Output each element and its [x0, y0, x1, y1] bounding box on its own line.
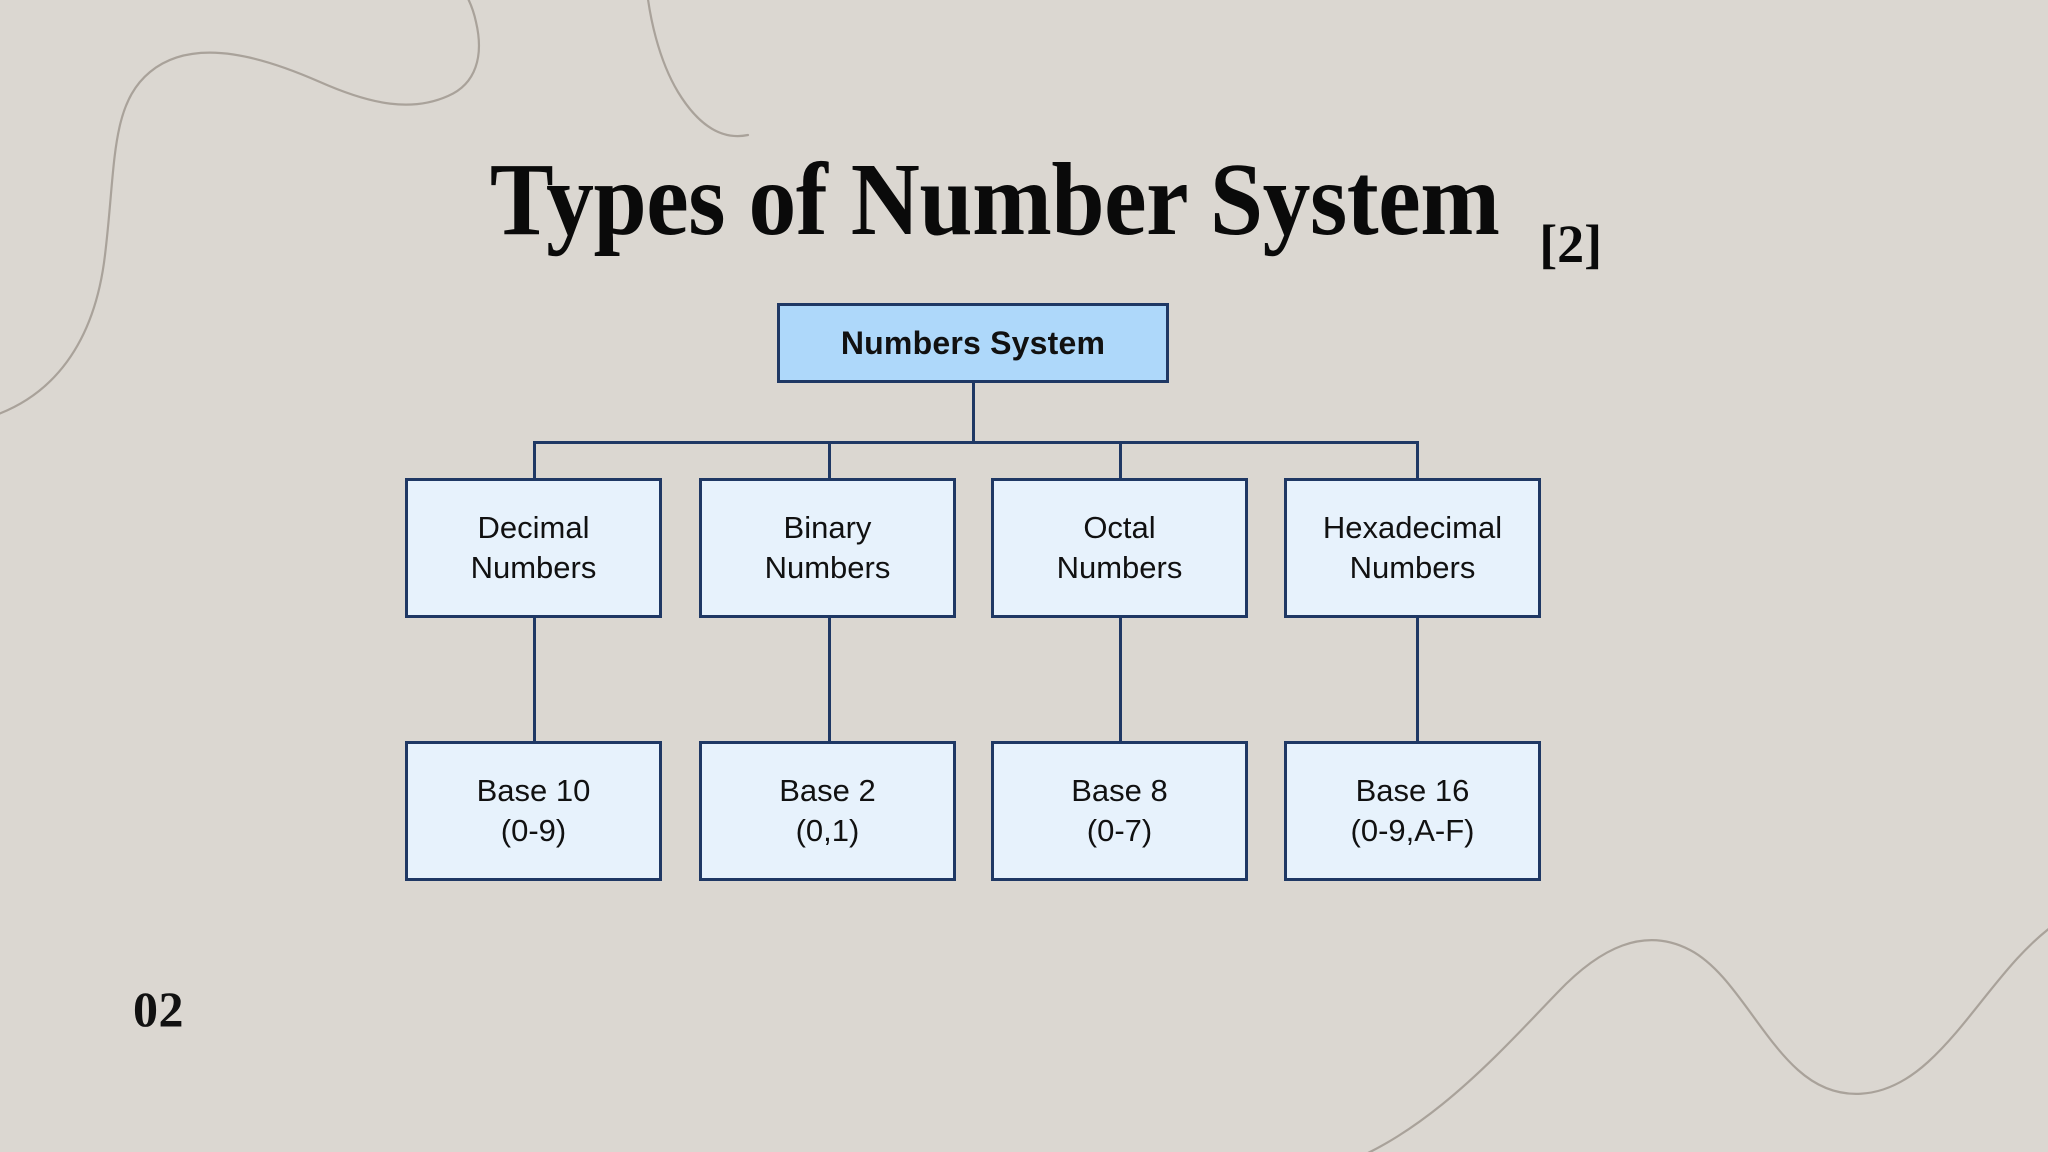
tree-node-base8[interactable]: Base 8 (0-7): [991, 741, 1248, 881]
tree-node-base10-line1: Base 10: [476, 773, 591, 809]
tree-node-base8-line2: (0-7): [1086, 813, 1153, 848]
title-citation: [2]: [1539, 214, 1603, 274]
tree-node-binary-line1: Binary: [783, 510, 872, 546]
connector-bus-to-octal: [1119, 441, 1122, 478]
connector-decimal-to-base10: [533, 618, 536, 741]
tree-node-octal-line2: Numbers: [1056, 550, 1183, 585]
tree-node-base16-line1: Base 16: [1355, 773, 1470, 809]
connector-bus-to-binary: [828, 441, 831, 478]
tree-node-base10-line2: (0-9): [500, 813, 567, 848]
tree-node-decimal-line1: Decimal: [477, 510, 590, 546]
page-number: 02: [133, 981, 184, 1037]
connector-binary-to-base2: [828, 618, 831, 741]
connector-hexadecimal-to-base16: [1416, 618, 1419, 741]
connector-octal-to-base8: [1119, 618, 1122, 741]
connector-bus-to-hexadecimal: [1416, 441, 1419, 478]
tree-node-root-label: Numbers System: [840, 324, 1106, 361]
connector-horizontal-bus: [533, 441, 1419, 444]
tree-node-root[interactable]: Numbers System: [777, 303, 1169, 383]
tree-node-hexadecimal[interactable]: Hexadecimal Numbers: [1284, 478, 1541, 618]
connector-root-down: [972, 383, 975, 441]
tree-node-base2-line2: (0,1): [795, 813, 860, 848]
tree-node-base2[interactable]: Base 2 (0,1): [699, 741, 956, 881]
tree-node-base10[interactable]: Base 10 (0-9): [405, 741, 662, 881]
connector-bus-to-decimal: [533, 441, 536, 478]
tree-node-base2-line1: Base 2: [779, 773, 876, 809]
title-block: Types of Number System [2]: [0, 142, 2048, 272]
tree-node-decimal-line2: Numbers: [470, 550, 597, 585]
tree-node-octal-line1: Octal: [1083, 510, 1156, 546]
tree-node-decimal[interactable]: Decimal Numbers: [405, 478, 662, 618]
tree-node-hexadecimal-line1: Hexadecimal: [1322, 510, 1503, 546]
tree-node-base8-line1: Base 8: [1071, 773, 1168, 809]
tree-node-binary[interactable]: Binary Numbers: [699, 478, 956, 618]
tree-node-binary-line2: Numbers: [764, 550, 891, 585]
tree-node-base16-line2: (0-9,A-F): [1350, 813, 1475, 848]
tree-node-octal[interactable]: Octal Numbers: [991, 478, 1248, 618]
tree-node-hexadecimal-line2: Numbers: [1349, 550, 1476, 585]
tree-node-base16[interactable]: Base 16 (0-9,A-F): [1284, 741, 1541, 881]
page-title: Types of Number System: [489, 142, 1500, 257]
